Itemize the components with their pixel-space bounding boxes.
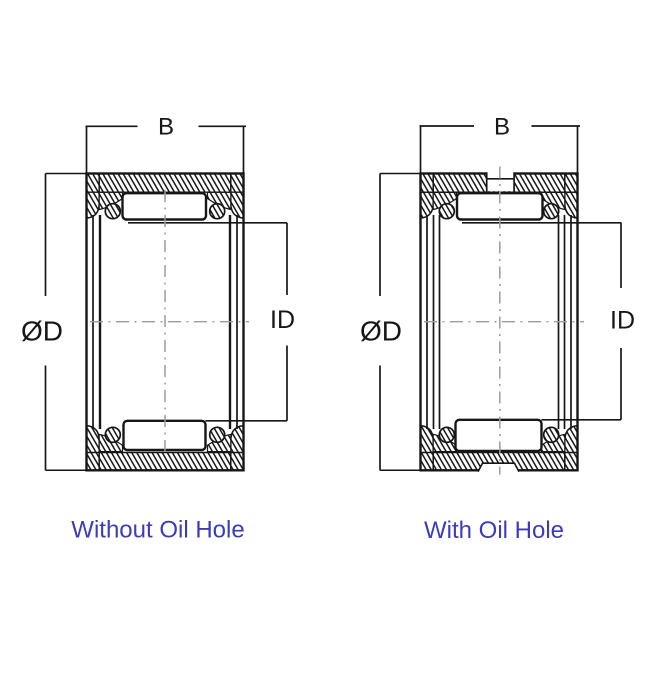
svg-text:ID: ID (610, 307, 635, 335)
svg-text:ID: ID (270, 306, 295, 334)
svg-text:With Oil Hole: With Oil Hole (424, 517, 564, 544)
svg-text:Without Oil Hole: Without Oil Hole (71, 517, 244, 544)
svg-text:ØD: ØD (360, 316, 402, 347)
svg-text:ØD: ØD (21, 316, 63, 347)
svg-text:B: B (494, 114, 510, 141)
svg-text:B: B (158, 114, 174, 141)
